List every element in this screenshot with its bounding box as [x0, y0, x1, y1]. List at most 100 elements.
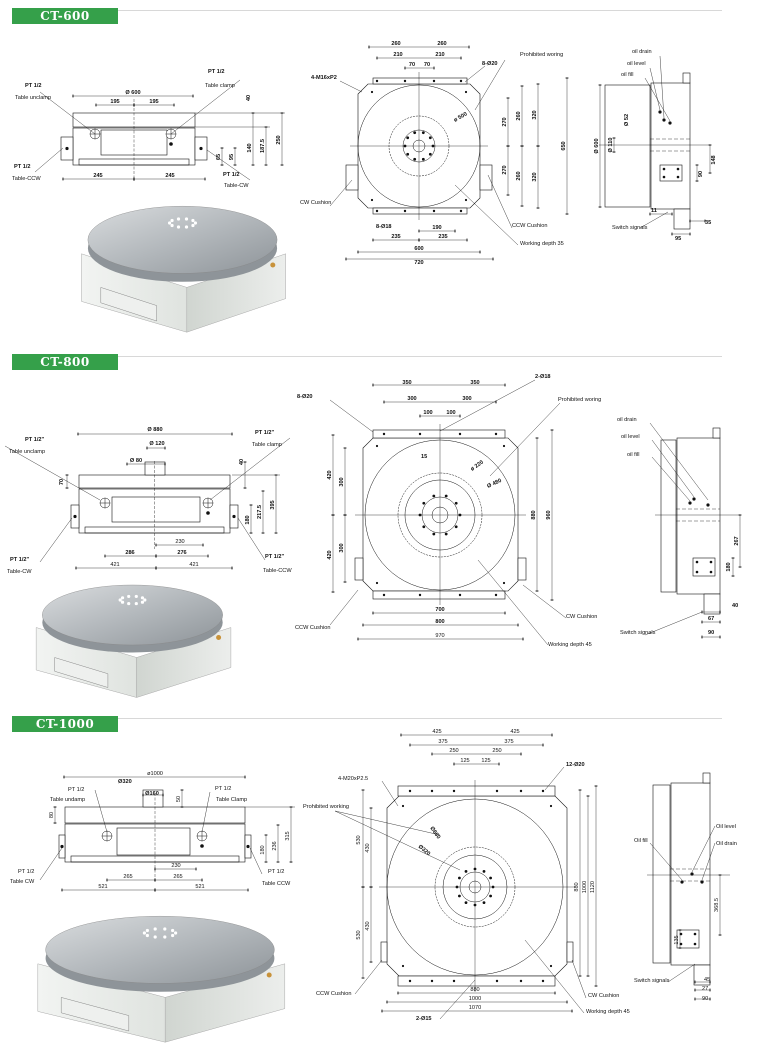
bolt-hole — [502, 581, 506, 585]
bolt-hole — [459, 209, 463, 213]
table-bolt-hole — [176, 225, 181, 229]
label-rd110: Ø 110 — [608, 138, 614, 153]
dimension-arrow — [709, 172, 711, 174]
label-v430b: 430 — [365, 921, 371, 930]
line — [439, 979, 476, 1020]
table-bolt-hole — [184, 217, 189, 221]
dimension-arrow — [164, 463, 166, 465]
bolt-hole — [688, 501, 692, 505]
dimension-arrow — [61, 889, 63, 891]
line — [474, 59, 506, 111]
line — [381, 780, 399, 807]
bolt-hole — [495, 789, 499, 793]
dimension-arrow — [397, 992, 399, 994]
line — [649, 422, 709, 501]
label-pt-cw: PT 1/2" — [10, 557, 29, 563]
dimension-arrow — [332, 514, 334, 516]
bolt-hole — [403, 79, 407, 83]
dimension-arrow — [262, 532, 264, 534]
dimension-arrow — [72, 95, 74, 97]
label-cw: Table CW — [10, 879, 35, 885]
label-clamp: Table Clamp — [216, 797, 247, 803]
dimension-arrow — [63, 776, 65, 778]
dimension-arrow — [381, 1010, 383, 1012]
line — [571, 959, 587, 999]
label-r11: 11 — [651, 208, 657, 214]
dimension-arrow — [517, 624, 519, 626]
dimension-arrow — [386, 1001, 388, 1003]
label-p190: 190 — [432, 225, 441, 231]
bolt-hole — [680, 880, 684, 884]
bolt-hole — [464, 198, 468, 202]
bolt-hole — [519, 979, 523, 983]
label-a15: 15 — [421, 454, 427, 460]
line — [94, 789, 108, 833]
label-p350a: 350 — [402, 380, 411, 386]
dimension-arrow — [290, 861, 292, 863]
line — [39, 847, 63, 881]
label-r27: 27 — [702, 986, 708, 992]
label-v880: 880 — [531, 510, 537, 519]
bolt-hole — [700, 880, 704, 884]
label-h95: 95 — [229, 154, 235, 160]
dimension-arrow — [146, 447, 148, 449]
rotary-table-top — [42, 584, 223, 646]
dimension-arrow — [372, 384, 374, 386]
dimension-arrow — [595, 985, 597, 987]
label-ccw-cush: CCW Cushion — [295, 625, 330, 631]
table-bolt-hole — [168, 221, 172, 225]
label-p125a: 125 — [460, 758, 469, 764]
dimension-arrow — [536, 437, 538, 439]
line — [651, 456, 691, 502]
line — [639, 211, 669, 229]
bolt-hole — [408, 979, 412, 983]
dimension-arrow — [234, 164, 236, 166]
line — [701, 842, 716, 881]
dimension-arrow — [62, 178, 64, 180]
table-bolt-hole — [153, 935, 157, 939]
label-h65: 65 — [216, 154, 222, 160]
dimension-arrow — [376, 57, 378, 59]
label-pt-unclamp: PT 1/2 — [68, 787, 84, 793]
dimension-arrow — [468, 46, 470, 48]
bolt-hole — [421, 157, 425, 161]
switch-box — [692, 557, 716, 577]
label-p425a: 425 — [432, 729, 441, 735]
dimension-arrow — [404, 67, 406, 69]
bolt-hole — [444, 532, 448, 536]
bolt-hole — [695, 560, 699, 564]
label-p250b: 250 — [492, 748, 501, 754]
line — [651, 439, 695, 498]
dimension-arrow — [126, 463, 128, 465]
label-d80: Ø 80 — [130, 458, 142, 464]
dimension-arrow — [732, 575, 734, 577]
label-p100b: 100 — [446, 410, 455, 416]
label-h2-15: 2-Ø15 — [416, 1016, 432, 1022]
line — [439, 379, 536, 432]
section-title-ct800: CT-800 — [12, 354, 118, 370]
bolt-hole — [60, 844, 64, 849]
bolt-hole — [232, 514, 236, 519]
table-bolt-hole — [127, 594, 131, 599]
label-d245b: 245 — [165, 173, 174, 179]
label-p125b: 125 — [481, 758, 490, 764]
label-switch: Switch signals — [634, 978, 670, 984]
dimension-arrow — [244, 776, 246, 778]
housing-side — [676, 437, 721, 595]
cushion-right — [479, 164, 493, 191]
housing-side — [650, 82, 691, 210]
label-h2-18: 2-Ø18 — [535, 374, 551, 380]
label-h50: 50 — [176, 796, 182, 802]
label-depth: Working depth 45 — [548, 642, 592, 648]
label-h140: 140 — [247, 143, 253, 152]
mounting-bar-top — [372, 77, 468, 85]
dimension-arrow — [345, 258, 347, 260]
line — [334, 810, 461, 871]
dimension-arrow — [281, 164, 283, 166]
bolt-hole — [676, 167, 680, 171]
bolt-hole — [693, 932, 697, 936]
bolt-hole — [406, 136, 410, 140]
dimension-arrow — [551, 734, 553, 736]
